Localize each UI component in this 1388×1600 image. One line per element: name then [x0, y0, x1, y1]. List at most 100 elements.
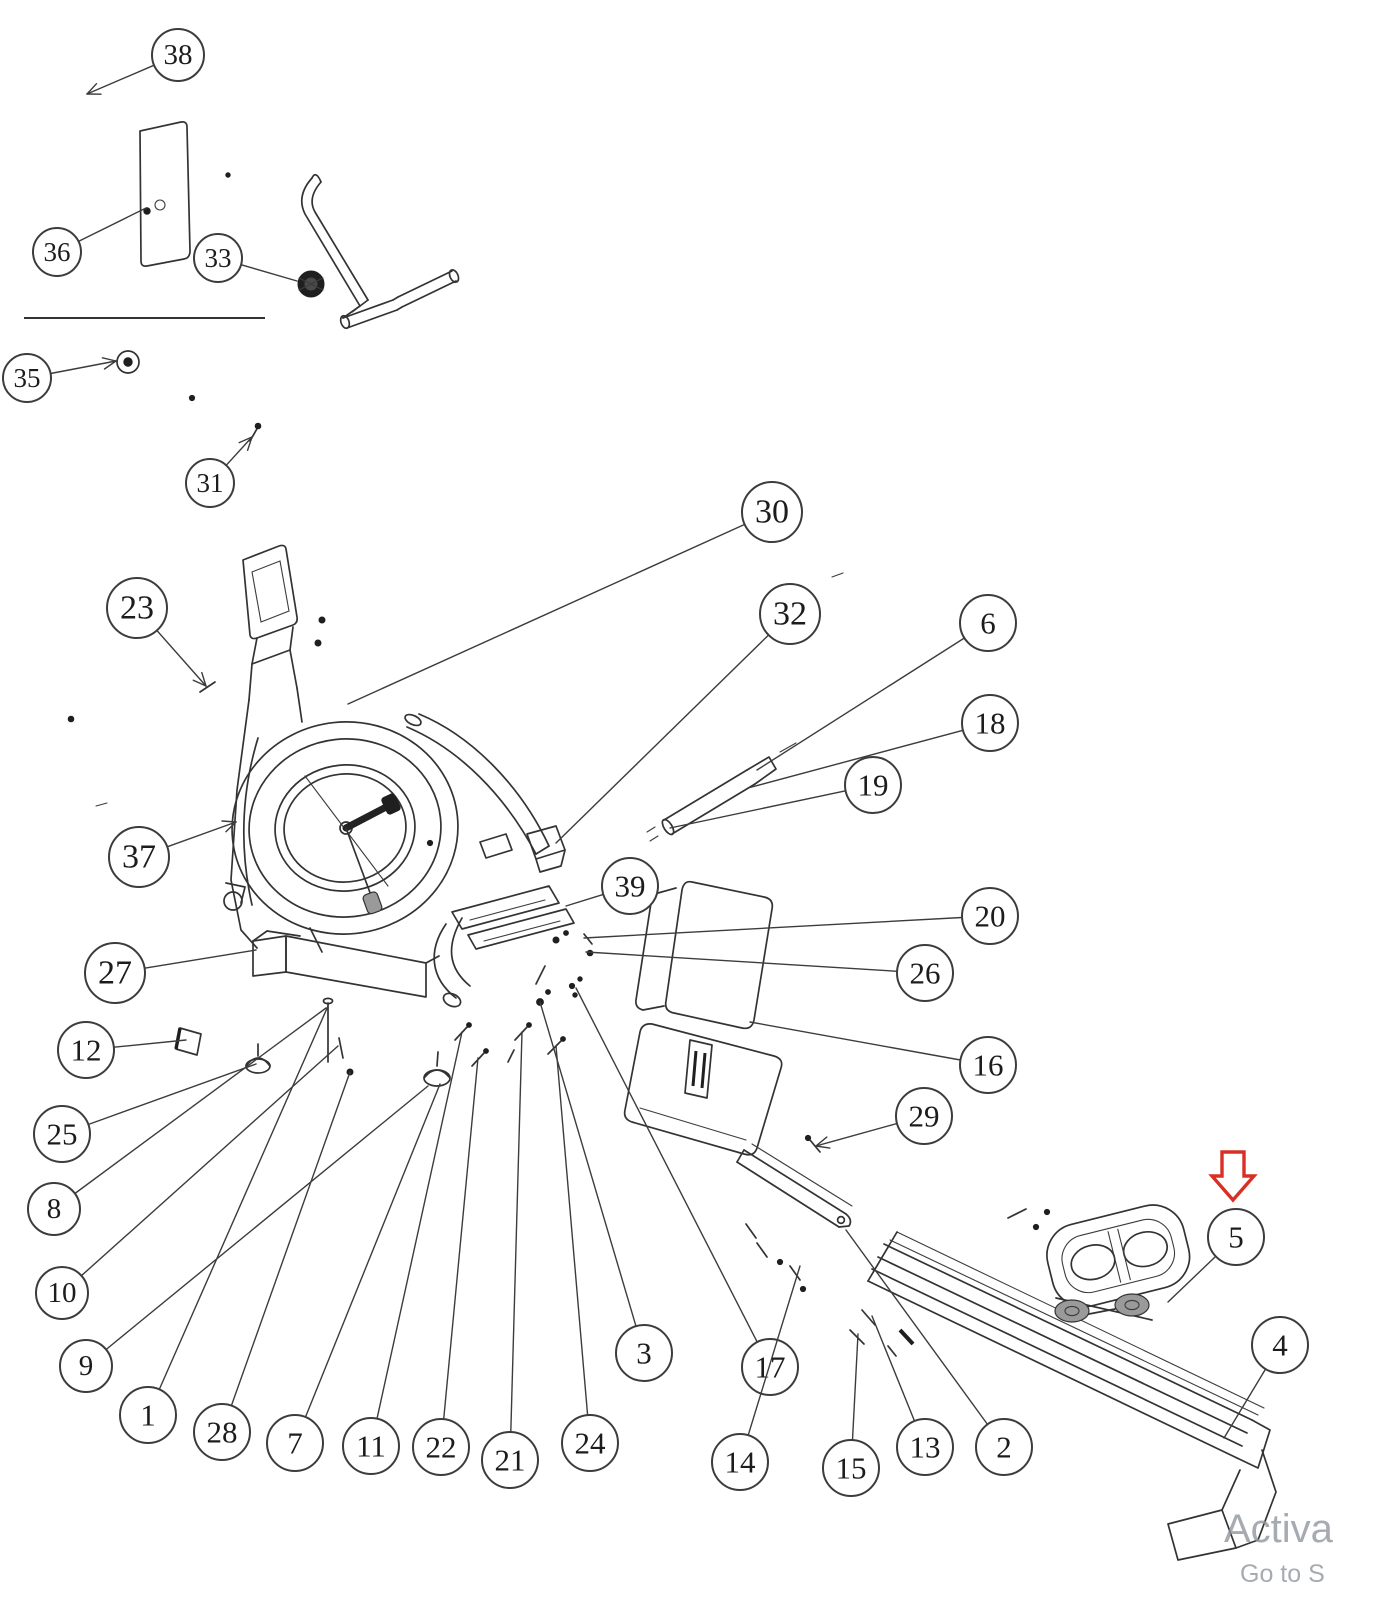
part-callout-29: 29	[815, 1087, 953, 1149]
svg-text:19: 19	[858, 768, 889, 803]
svg-text:9: 9	[79, 1350, 94, 1382]
svg-text:23: 23	[120, 590, 154, 627]
svg-text:6: 6	[980, 606, 996, 641]
part-callout-4: 4	[1223, 1316, 1309, 1439]
support-arm-part	[433, 917, 471, 1008]
svg-text:10: 10	[48, 1277, 77, 1309]
console-part	[199, 544, 299, 701]
svg-text:21: 21	[495, 1443, 526, 1478]
svg-text:24: 24	[575, 1426, 607, 1461]
part-callout-5: 5	[1167, 1208, 1265, 1303]
frame-bolts-part	[322, 997, 354, 1076]
svg-text:22: 22	[426, 1430, 457, 1465]
hook-rod-part	[300, 173, 460, 330]
svg-text:31: 31	[197, 468, 224, 498]
handlebar-part	[404, 713, 550, 855]
part-callout-16: 16	[749, 1021, 1017, 1094]
svg-text:2: 2	[996, 1430, 1012, 1465]
part-callout-27: 27	[84, 942, 257, 1004]
svg-text:18: 18	[975, 706, 1006, 741]
part-callout-32: 32	[555, 583, 821, 844]
part-callout-17: 17	[575, 987, 799, 1396]
part-callout-19: 19	[669, 756, 902, 829]
svg-text:29: 29	[909, 1099, 940, 1134]
part-callout-31: 31	[185, 436, 253, 508]
part-callout-26: 26	[585, 944, 954, 1002]
adjust-knob-part	[297, 270, 325, 298]
seat-part	[623, 1023, 783, 1156]
part-callout-12: 12	[57, 1021, 187, 1079]
part-callout-37: 37	[108, 820, 237, 888]
part-callout-11: 11	[342, 1031, 463, 1475]
flywheel-part	[231, 721, 459, 935]
part-callout-15: 15	[822, 1333, 880, 1497]
watermark-line1: Activa	[1224, 1507, 1334, 1551]
rear-foot-part	[1167, 1449, 1277, 1561]
svg-text:3: 3	[636, 1336, 652, 1371]
pedal-rollers-part	[1054, 1293, 1153, 1323]
svg-text:27: 27	[98, 955, 132, 992]
svg-text:32: 32	[773, 596, 807, 633]
part-callout-13: 13	[871, 1315, 954, 1476]
part-callout-38: 38	[86, 28, 205, 95]
small-roller-part	[116, 350, 140, 374]
hardware-screws-center	[454, 930, 583, 1067]
svg-text:14: 14	[725, 1445, 757, 1480]
svg-text:33: 33	[205, 243, 232, 273]
part-callout-25: 25	[33, 1063, 257, 1163]
roller-foot-part	[423, 1051, 451, 1087]
handlebar-clamp-part	[479, 825, 566, 873]
svg-text:11: 11	[356, 1429, 386, 1464]
part-callout-1: 1	[119, 1005, 329, 1444]
part-callout-14: 14	[711, 1265, 801, 1491]
part-callout-10: 10	[35, 1045, 339, 1320]
red-highlight-arrow	[1208, 1150, 1258, 1203]
stray-dots	[67, 172, 844, 847]
svg-text:1: 1	[140, 1398, 156, 1433]
part-callout-39: 39	[565, 857, 659, 915]
hardware-screws-seat	[745, 1134, 915, 1357]
svg-text:13: 13	[910, 1430, 941, 1465]
svg-text:25: 25	[47, 1117, 78, 1152]
part-callout-24: 24	[555, 1045, 619, 1472]
svg-text:36: 36	[44, 237, 71, 267]
svg-text:30: 30	[755, 494, 789, 531]
svg-text:12: 12	[71, 1033, 102, 1068]
part-callout-18: 18	[747, 694, 1019, 789]
svg-text:5: 5	[1228, 1220, 1244, 1255]
part-callout-35: 35	[2, 353, 117, 403]
part-callout-9: 9	[59, 1085, 429, 1393]
crank-part	[304, 775, 401, 915]
svg-text:35: 35	[14, 363, 41, 393]
part-callout-3: 3	[539, 1001, 673, 1382]
svg-text:7: 7	[287, 1426, 303, 1461]
svg-text:37: 37	[122, 839, 156, 876]
part-callout-22: 22	[412, 1057, 479, 1476]
part-callout-36: 36	[32, 207, 147, 277]
angle-bracket-part	[174, 1027, 202, 1056]
svg-text:26: 26	[910, 956, 941, 991]
svg-text:38: 38	[164, 39, 193, 71]
svg-text:15: 15	[836, 1451, 867, 1486]
seat-hinge-part	[684, 1039, 713, 1099]
svg-text:20: 20	[975, 899, 1006, 934]
svg-text:28: 28	[207, 1415, 238, 1450]
svg-text:8: 8	[47, 1193, 62, 1225]
part-callout-8: 8	[27, 1007, 327, 1236]
part-callout-33: 33	[193, 233, 298, 283]
part-callout-20: 20	[583, 887, 1019, 945]
svg-text:4: 4	[1272, 1328, 1288, 1363]
part-callout-6: 6	[756, 594, 1017, 771]
svg-text:16: 16	[973, 1048, 1004, 1083]
svg-text:39: 39	[615, 869, 646, 904]
part-callout-28: 28	[193, 1071, 351, 1461]
hardware-screws-pedal	[1007, 1208, 1051, 1231]
bracket-plates-part	[451, 885, 594, 957]
part-callout-7: 7	[266, 1083, 441, 1472]
side-cover-plate-part	[139, 121, 191, 267]
watermark-line2: Go to S	[1240, 1560, 1325, 1588]
part-callout-23: 23	[106, 577, 207, 687]
